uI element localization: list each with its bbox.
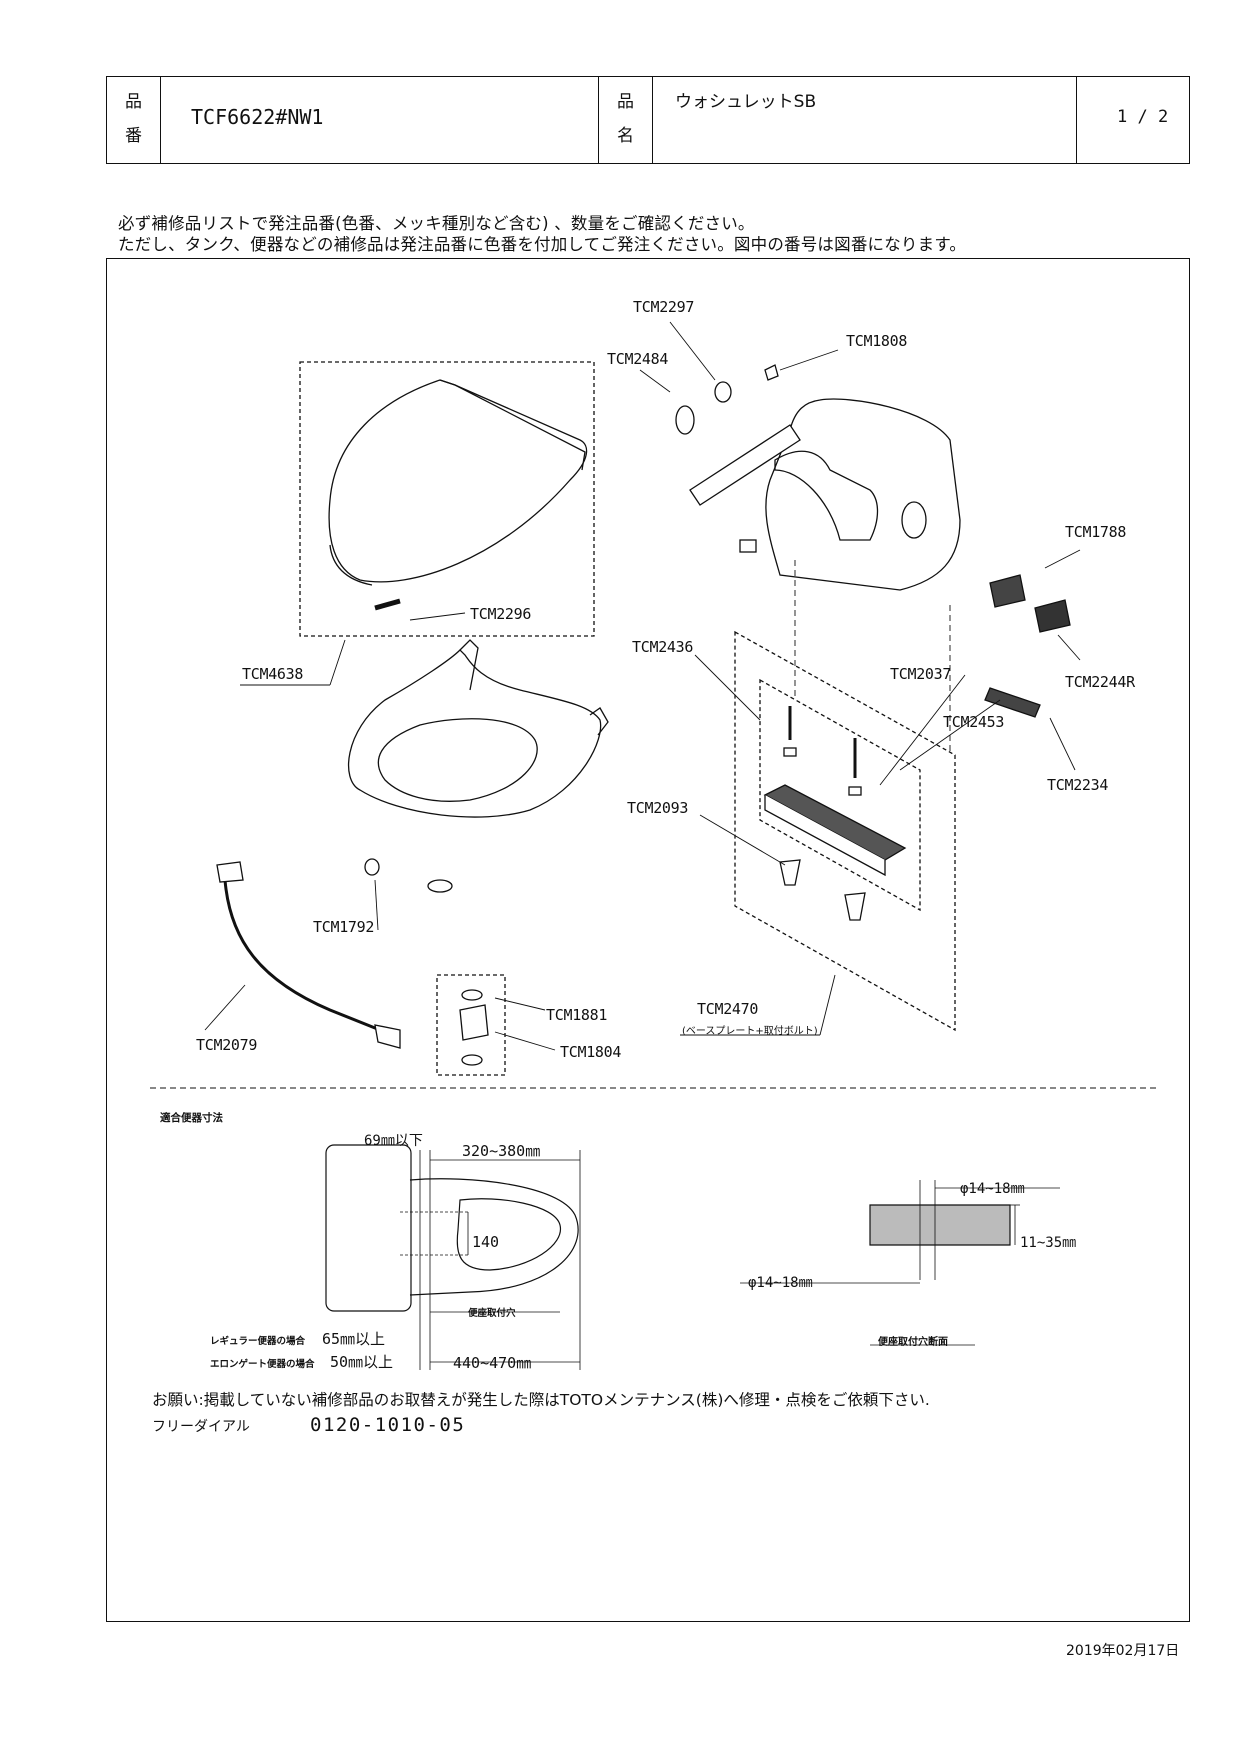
toilet-lid-illustration — [328, 379, 588, 586]
label-hinmei-2: 名 — [617, 126, 634, 146]
lid-dashed-box — [299, 361, 595, 637]
part-tcm2436: TCM2436 — [632, 638, 694, 656]
freedial-number: 0120-1010-05 — [310, 1414, 466, 1436]
part-tcm2093: TCM2093 — [627, 799, 689, 817]
nozzle-cover-illustration — [984, 687, 1041, 718]
section-caption: 便座取付穴断面 — [878, 1337, 948, 1348]
part-tcm1881: TCM1881 — [546, 1006, 608, 1024]
dim-phi-top: φ14~18㎜ — [960, 1181, 1025, 1197]
baseplate-illustration — [763, 784, 907, 877]
hinge-pin-illustration — [374, 598, 401, 611]
dim-seat-hole: 便座取付穴 — [468, 1308, 516, 1319]
dimension-section-title: 適合便器寸法 — [160, 1112, 223, 1124]
part-tcm2470: TCM2470 — [697, 1000, 759, 1018]
repair-request-text: お願い:掲載していない補修部品のお取替えが発生した際はTOTOメンテナンス(株)… — [152, 1391, 930, 1409]
label-hinmei-1: 品 — [617, 92, 634, 112]
part-tcm2296: TCM2296 — [470, 605, 532, 623]
regular-value: 65㎜以上 — [322, 1330, 386, 1348]
dim-440-470: 440~470㎜ — [453, 1354, 532, 1372]
part-tcm1804: TCM1804 — [560, 1043, 622, 1061]
filter-illustration — [989, 574, 1071, 633]
label-hinban-1: 品 — [125, 92, 142, 112]
notice-line-2: ただし、タンク、便器などの補修品は発注品番に色番を付加してご発注ください。図中の… — [118, 235, 967, 254]
hole-section-drawing — [740, 1180, 1060, 1346]
toilet-seat-illustration — [348, 639, 609, 818]
dim-phi-bottom: φ14~18㎜ — [748, 1275, 813, 1291]
elongated-value: 50㎜以上 — [330, 1353, 394, 1371]
page-indicator: 1 / 2 — [1117, 107, 1169, 127]
supply-hose-illustration — [216, 861, 401, 1049]
part-tcm2037: TCM2037 — [890, 665, 952, 683]
part-tcm2470-note: (ベースプレート+取付ボルト) — [682, 1026, 818, 1037]
part-tcm2234: TCM2234 — [1047, 776, 1109, 794]
part-tcm2453: TCM2453 — [943, 713, 1005, 731]
bumper-illustration — [364, 858, 453, 893]
bolt-illustration — [783, 706, 862, 796]
part-tcm2079: TCM2079 — [196, 1036, 258, 1054]
part-tcm2484: TCM2484 — [607, 350, 669, 368]
diagram-frame — [106, 258, 1190, 1622]
product-name: ウォシュレットSB — [675, 92, 817, 112]
part-tcm4638: TCM4638 — [242, 665, 304, 683]
dim-320-380: 320~380㎜ — [462, 1142, 541, 1160]
stop-valve-illustration — [459, 989, 489, 1066]
seat-dimension-drawing — [325, 1144, 581, 1370]
label-cell-name: 品 名 — [599, 77, 653, 163]
dim-69: 69㎜以下 — [364, 1133, 423, 1149]
part-tcm1808: TCM1808 — [846, 332, 908, 350]
part-tcm1792: TCM1792 — [313, 918, 375, 936]
product-number: TCF6622#NW1 — [191, 105, 324, 129]
notice-line-1: 必ず補修品リストで発注品番(色番、メッキ種別など含む) 、数量をご確認ください。 — [118, 214, 755, 233]
part-tcm2297: TCM2297 — [633, 298, 695, 316]
elongated-label: エロンゲート便器の場合 — [210, 1359, 315, 1370]
anchor-illustration — [779, 859, 866, 921]
issue-date: 2019年02月17日 — [1066, 1643, 1180, 1659]
baseplate-outer-dashed-box — [734, 630, 956, 1032]
label-hinban-2: 番 — [125, 126, 142, 146]
washlet-main-unit-illustration — [689, 398, 961, 591]
label-cell-number: 品 番 — [107, 77, 161, 163]
dim-thickness: 11~35㎜ — [1020, 1235, 1077, 1251]
product-name-cell: ウォシュレットSB — [653, 77, 1077, 163]
dim-140: 140 — [472, 1233, 500, 1251]
regular-label: レギュラー便器の場合 — [210, 1336, 306, 1347]
connector-illustration — [675, 364, 779, 435]
part-tcm2244r: TCM2244R — [1065, 673, 1135, 691]
header-table: 品 番 TCF6622#NW1 品 名 ウォシュレットSB 1 / 2 — [106, 76, 1190, 164]
baseplate-inner-dashed-box — [759, 678, 921, 912]
part-tcm1788: TCM1788 — [1065, 523, 1127, 541]
product-number-cell: TCF6622#NW1 — [161, 77, 599, 163]
freedial-label: フリーダイアル — [152, 1419, 250, 1435]
